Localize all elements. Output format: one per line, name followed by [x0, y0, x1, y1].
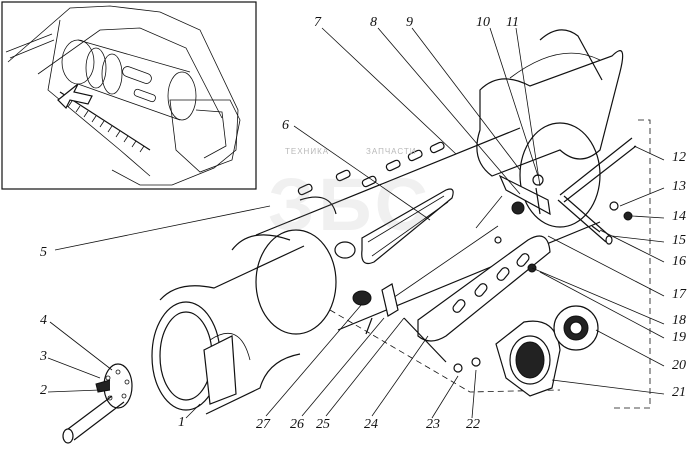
- part-number: 19: [672, 330, 686, 345]
- part-number: 25: [316, 417, 330, 432]
- inset-overview: [1, 1, 257, 190]
- part-number: 3: [40, 349, 47, 364]
- part-number: 24: [364, 417, 378, 432]
- part-number: 18: [672, 313, 686, 328]
- watermark-left-text: ТЕХНИКА: [285, 147, 330, 156]
- part-number: 21: [672, 385, 686, 400]
- shaft-rod: [389, 137, 637, 301]
- part-number: 11: [506, 15, 519, 30]
- part-number: 10: [476, 15, 490, 30]
- part-number: 1: [178, 415, 185, 430]
- part-number: 26: [290, 417, 304, 432]
- part-number: 27: [256, 417, 270, 432]
- part-number: 9: [406, 15, 413, 30]
- part-number: 22: [466, 417, 480, 432]
- dashed-outline-right: [612, 119, 651, 409]
- part-number: 5: [40, 245, 47, 260]
- part-number: 20: [672, 358, 686, 373]
- part-number: 14: [672, 209, 686, 224]
- part-number: 16: [672, 254, 686, 269]
- part-number: 12: [672, 150, 686, 165]
- part-number: 15: [672, 233, 686, 248]
- flange-shaft: [62, 363, 133, 444]
- part-number: 23: [426, 417, 440, 432]
- watermark-right-text: ЗАПЧАСТИ: [366, 147, 417, 156]
- part-number: 4: [40, 313, 47, 328]
- part-number: 13: [672, 179, 686, 194]
- bearing-housing: [495, 305, 599, 397]
- left-spiral: [151, 196, 337, 415]
- part-number: 8: [370, 15, 377, 30]
- part-number: 7: [314, 15, 321, 30]
- part-number: 2: [40, 383, 47, 398]
- part-number: 17: [672, 287, 686, 302]
- watermark-logo: ЗБС: [268, 163, 433, 246]
- auger-tube: [255, 122, 601, 335]
- inset-frame: [1, 1, 257, 190]
- right-spiral: [476, 29, 624, 177]
- part-number: 6: [282, 118, 289, 133]
- leader-lines: [47, 27, 665, 419]
